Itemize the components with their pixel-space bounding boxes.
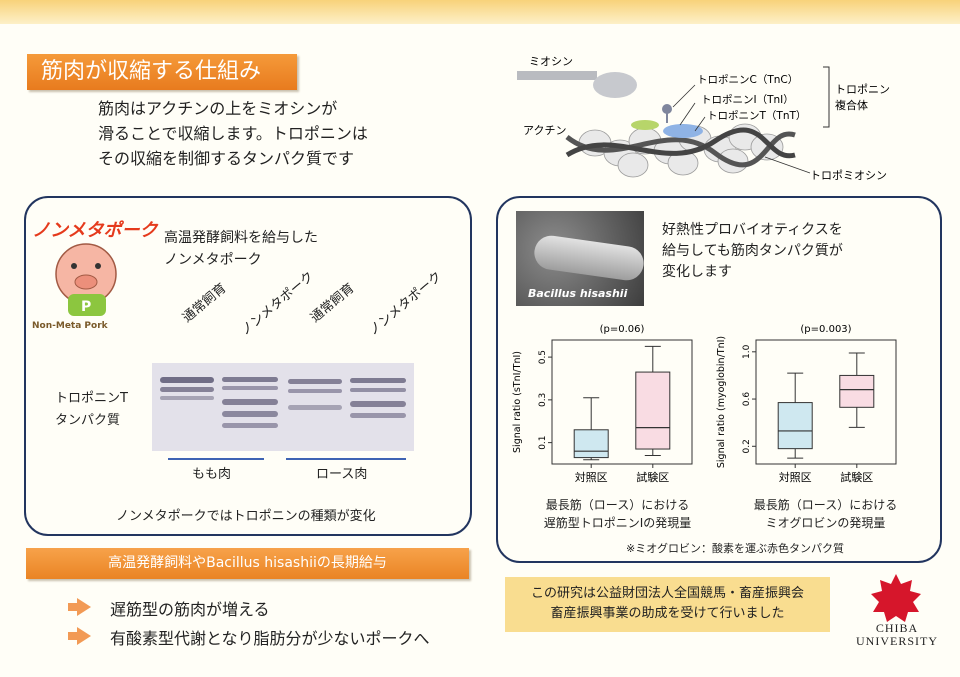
actin-label: アクチン bbox=[523, 124, 566, 137]
category-label: 試験区 bbox=[840, 470, 873, 484]
box bbox=[777, 402, 813, 450]
university-name: CHIBA UNIVERSITY bbox=[852, 622, 942, 648]
effect-item: 遅筋型の筋肉が増える bbox=[110, 600, 270, 619]
university-line: UNIVERSITY bbox=[856, 634, 938, 648]
bacillus-panel bbox=[496, 196, 942, 563]
caption-line: 最長筋（ロース）における bbox=[545, 498, 690, 512]
group-divider bbox=[168, 458, 264, 460]
complex-label: 複合体 bbox=[835, 98, 868, 112]
right-arrow-icon bbox=[77, 598, 91, 616]
box bbox=[573, 429, 609, 459]
box bbox=[635, 371, 671, 450]
tni-boxplot-chart: (p=0.06) Signal ratio (sTnI/TnI) 0.1 0.3 0.5… bbox=[512, 324, 693, 484]
caption-line: ミオグロビンの発現量 bbox=[765, 516, 886, 530]
heading-line: 高温発酵飼料を給与した bbox=[164, 230, 318, 246]
effect-item: 有酸素型代謝となり脂肪分が少ないポークへ bbox=[110, 629, 430, 648]
page-title: 筋肉が収縮する仕組み bbox=[27, 54, 297, 90]
university-line: CHIBA bbox=[875, 621, 919, 635]
tnt-shape bbox=[663, 124, 703, 138]
western-blot-gel bbox=[152, 363, 414, 451]
intro-text: 筋肉はアクチンの上をミオシンが 滑ることで収縮します。トロポニンは その収縮を制… bbox=[98, 96, 368, 171]
group-divider bbox=[286, 458, 406, 460]
muscle-structure-diagram: ミオシン アクチン トロポニンC（TnC） トロポニンI（TnI） トロポニンT… bbox=[517, 55, 890, 182]
p-value-label: (p=0.003) bbox=[800, 324, 851, 335]
tropomyosin-strand bbox=[565, 127, 796, 159]
tropomyosin-label: トロポミオシン bbox=[810, 169, 887, 182]
intro-line: 筋肉はアクチンの上をミオシンが bbox=[98, 99, 338, 118]
tnt-label: トロポニンT（TnT） bbox=[707, 110, 806, 122]
effects-heading: 高温発酵飼料やBacillus hisashiiの長期給与 bbox=[26, 548, 469, 579]
y-tick-label: 0.2 bbox=[742, 439, 752, 453]
arrow-stem bbox=[68, 632, 78, 640]
row-label-line: タンパク質 bbox=[55, 413, 121, 428]
photo-label: Bacillus hisashii bbox=[528, 287, 628, 300]
complex-label: トロポニン bbox=[835, 83, 890, 96]
category-label: 試験区 bbox=[636, 470, 669, 484]
category-label: 対照区 bbox=[779, 470, 812, 484]
plot-frame bbox=[551, 339, 693, 465]
caption-line: 最長筋（ロース）における bbox=[753, 498, 898, 512]
myoglobin-footnote: ※ミオグロビン：酸素を運ぶ赤色タンパク質 bbox=[626, 542, 844, 555]
y-tick-label: 0.5 bbox=[538, 350, 548, 364]
arrow-stem bbox=[68, 603, 78, 611]
complex-bracket bbox=[823, 66, 830, 128]
intro-line: その収縮を制御するタンパク質です bbox=[98, 149, 355, 168]
box bbox=[839, 374, 875, 408]
tnc-ball bbox=[662, 104, 672, 114]
group-label: もも肉 bbox=[192, 467, 232, 482]
tni-label: トロポニンI（TnI） bbox=[701, 94, 794, 106]
y-tick-label: 0.3 bbox=[538, 393, 548, 407]
category-label: 対照区 bbox=[575, 470, 608, 484]
tnc-label: トロポニンC（TnC） bbox=[697, 74, 798, 86]
funding-line: この研究は公益財団法人全国競馬・畜産振興会 bbox=[530, 586, 804, 601]
header-gradient-bar bbox=[0, 0, 960, 24]
row-label-line: トロポニンT bbox=[55, 391, 128, 406]
myoglobin-boxplot-chart: (p=0.003) Signal ratio (myoglobin/TnI) 0.2… bbox=[716, 324, 897, 484]
description-line: 好熱性プロバイオティクスを bbox=[662, 222, 843, 238]
university-seal-icon bbox=[871, 574, 921, 622]
chart-caption: 最長筋（ロース）における ミオグロビンの発現量 bbox=[738, 496, 913, 532]
tni-shape bbox=[631, 120, 659, 130]
gel-caption: ノンメタポークではトロポニンの種類が変化 bbox=[116, 509, 376, 524]
bacillus-description: 好熱性プロバイオティクスを 給与しても筋肉タンパク質が 変化します bbox=[662, 220, 843, 283]
bacterium-shape bbox=[532, 233, 644, 283]
y-axis-label: Signal ratio (sTnI/TnI) bbox=[512, 351, 523, 453]
y-tick-label: 0.6 bbox=[742, 392, 752, 407]
logo-text: ノンメタポーク bbox=[32, 220, 158, 241]
myosin-head bbox=[593, 72, 637, 98]
bacillus-photo: Bacillus hisashii bbox=[516, 211, 644, 306]
logo-badge: P bbox=[81, 299, 91, 315]
pig-mascot-icon: P bbox=[55, 243, 117, 316]
logo-caption: Non-Meta Pork bbox=[32, 321, 108, 331]
description-line: 給与しても筋肉タンパク質が bbox=[662, 243, 843, 259]
funding-line: 畜産振興事業の助成を受けて行いました bbox=[550, 606, 785, 621]
y-axis-label: Signal ratio (myoglobin/TnI) bbox=[716, 336, 727, 468]
y-tick-label: 0.1 bbox=[538, 435, 548, 449]
myosin-rod bbox=[517, 71, 597, 80]
intro-line: 滑ることで収縮します。トロポニンは bbox=[98, 124, 368, 143]
caption-line: 遅筋型トロポニンIの発現量 bbox=[543, 516, 692, 530]
y-tick-label: 1.0 bbox=[742, 344, 752, 359]
non-meta-pork-panel bbox=[24, 196, 472, 536]
tropomyosin-strand bbox=[565, 131, 796, 168]
chart-caption: 最長筋（ロース）における 遅筋型トロポニンIの発現量 bbox=[530, 496, 705, 532]
group-label: ロース肉 bbox=[316, 467, 368, 482]
right-arrow-icon bbox=[77, 627, 91, 645]
p-value-label: (p=0.06) bbox=[600, 324, 645, 335]
myosin-label: ミオシン bbox=[529, 55, 573, 68]
gel-row-label: トロポニンT タンパク質 bbox=[55, 388, 128, 432]
description-line: 変化します bbox=[662, 264, 732, 280]
heading-line: ノンメタポーク bbox=[164, 252, 262, 268]
funding-note: この研究は公益財団法人全国競馬・畜産振興会 畜産振興事業の助成を受けて行いました bbox=[505, 577, 830, 632]
panel-heading: 高温発酵飼料を給与した ノンメタポーク bbox=[164, 227, 318, 271]
plot-frame bbox=[755, 339, 897, 465]
